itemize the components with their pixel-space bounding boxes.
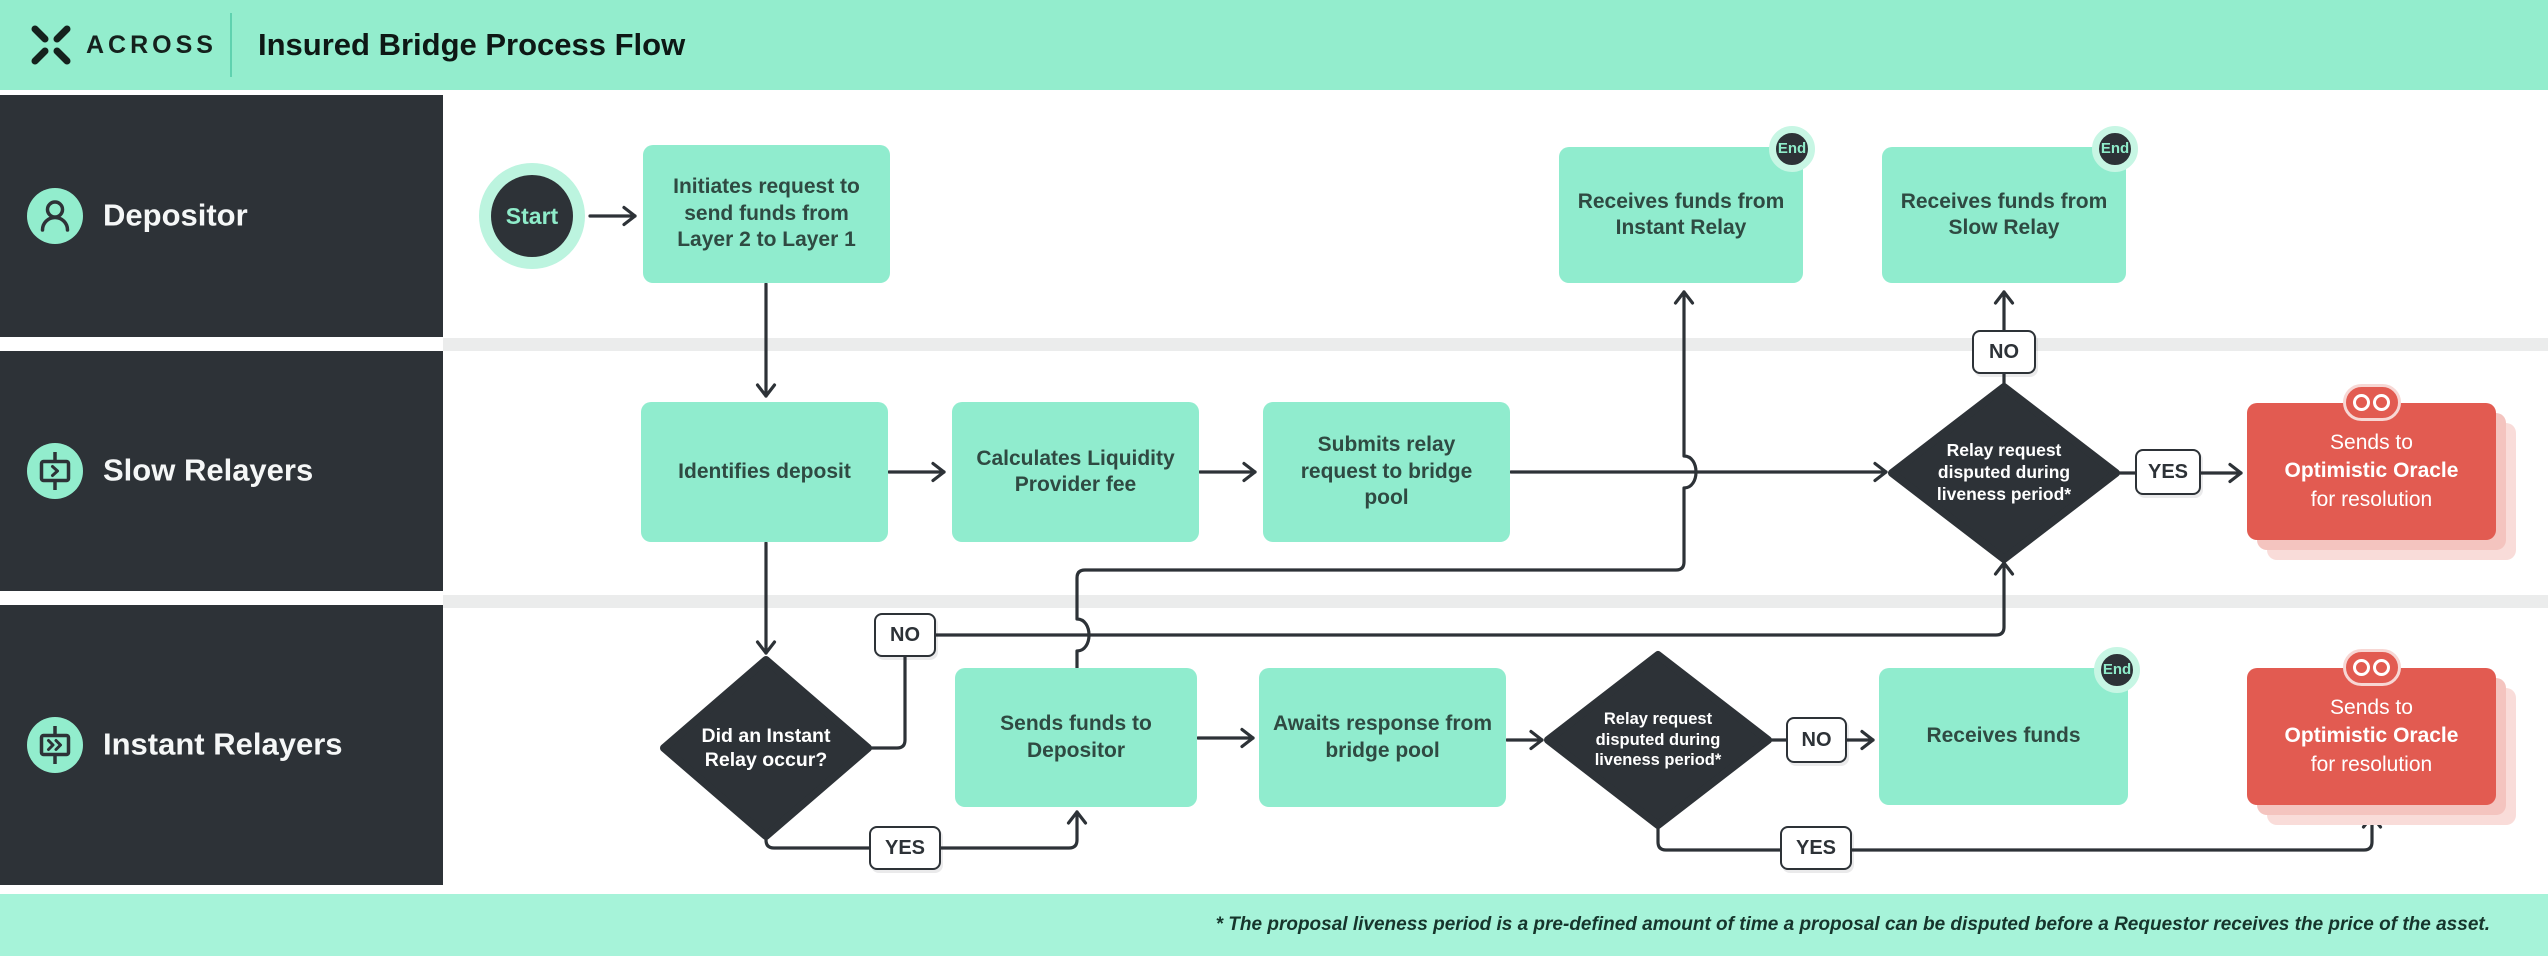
oracle-text: Optimistic Oracle xyxy=(2284,459,2459,483)
node-text: Awaits response from bridge pool xyxy=(1273,712,1493,762)
node-optimistic-oracle-slow: Sends to Optimistic Oracle for resolutio… xyxy=(2247,384,2496,540)
person-icon xyxy=(27,188,83,244)
node-receives-funds-slow-relay: Receives funds from Slow Relay End xyxy=(1882,126,2138,283)
node-text: Receives funds xyxy=(1926,724,2081,748)
page-title: Insured Bridge Process Flow xyxy=(258,27,686,62)
brand-name: ACROSS xyxy=(86,31,217,59)
label-yes: YES xyxy=(869,826,941,870)
relay-icon xyxy=(27,443,83,499)
node-text: Sends funds to Depositor xyxy=(1000,712,1152,762)
lane-label: Slow Relayers xyxy=(103,452,314,488)
oracle-text: Sends to xyxy=(2330,430,2413,454)
label-yes: YES xyxy=(2135,449,2201,495)
node-text: Receives funds from Slow Relay xyxy=(1900,189,2108,239)
end-badge: End xyxy=(1769,126,1815,172)
header-divider xyxy=(230,13,232,77)
oo-oracle-icon xyxy=(2342,384,2401,421)
start-label: Start xyxy=(491,175,573,257)
label-yes: YES xyxy=(1780,826,1852,870)
footer-note-bar: * The proposal liveness period is a pre-… xyxy=(0,894,2548,956)
decision-instant-relay-shape xyxy=(660,656,872,840)
node-calculates-fee: Calculates Liquidity Provider fee xyxy=(952,402,1199,542)
node-receives-funds: Receives funds End xyxy=(1879,647,2140,805)
end-badge: End xyxy=(2094,647,2140,693)
relay-fast-icon xyxy=(27,717,83,773)
node-awaits-response: Awaits response from bridge pool xyxy=(1259,668,1506,807)
lane-label: Instant Relayers xyxy=(103,726,343,762)
oracle-text: Sends to xyxy=(2330,695,2413,719)
label-no: NO xyxy=(874,613,936,657)
lane-divider-stripe xyxy=(443,595,2548,608)
lane-instant-relayers: Instant Relayers xyxy=(0,605,443,885)
decision-dispute-instant-text: Relay request disputed during liveness p… xyxy=(1594,710,1722,770)
decision-dispute-slow-shape xyxy=(1888,383,2120,563)
node-text: Initiates request to send funds from Lay… xyxy=(673,175,860,252)
node-initiates-request: Initiates request to send funds from Lay… xyxy=(643,145,890,283)
footnote: * The proposal liveness period is a pre-… xyxy=(1215,914,2490,935)
end-badge: End xyxy=(2092,126,2138,172)
across-logo-icon xyxy=(28,22,74,68)
label-no: NO xyxy=(1972,330,2036,374)
node-text: Calculates Liquidity Provider fee xyxy=(976,446,1175,496)
lane-depositor: Depositor xyxy=(0,95,443,337)
node-sends-funds-to-depositor: Sends funds to Depositor xyxy=(955,668,1197,807)
node-receives-funds-instant-relay: Receives funds from Instant Relay End xyxy=(1559,126,1815,283)
oo-oracle-icon xyxy=(2342,649,2401,686)
node-text: Identifies deposit xyxy=(678,459,851,483)
oracle-text: for resolution xyxy=(2310,752,2433,776)
lane-slow-relayers: Slow Relayers xyxy=(0,351,443,591)
label-no: NO xyxy=(1786,717,1847,763)
decision-dispute-instant-shape xyxy=(1544,651,1772,829)
decision-dispute-slow-text: Relay request disputed during liveness p… xyxy=(1936,440,2072,504)
oracle-text: for resolution xyxy=(2310,487,2433,511)
node-identifies-deposit: Identifies deposit xyxy=(641,402,888,542)
lane-label: Depositor xyxy=(103,197,248,233)
node-text: Submits relay request to bridge pool xyxy=(1300,433,1473,510)
header: ACROSS Insured Bridge Process Flow xyxy=(0,0,2548,90)
start-node: Start xyxy=(479,163,585,269)
node-text: Receives funds from Instant Relay xyxy=(1577,189,1785,239)
node-submits-relay-request: Submits relay request to bridge pool xyxy=(1263,402,1510,542)
oracle-text: Optimistic Oracle xyxy=(2284,724,2459,748)
decision-instant-relay-text: Did an Instant Relay occur? xyxy=(701,724,831,771)
node-optimistic-oracle-instant: Sends to Optimistic Oracle for resolutio… xyxy=(2247,649,2496,805)
